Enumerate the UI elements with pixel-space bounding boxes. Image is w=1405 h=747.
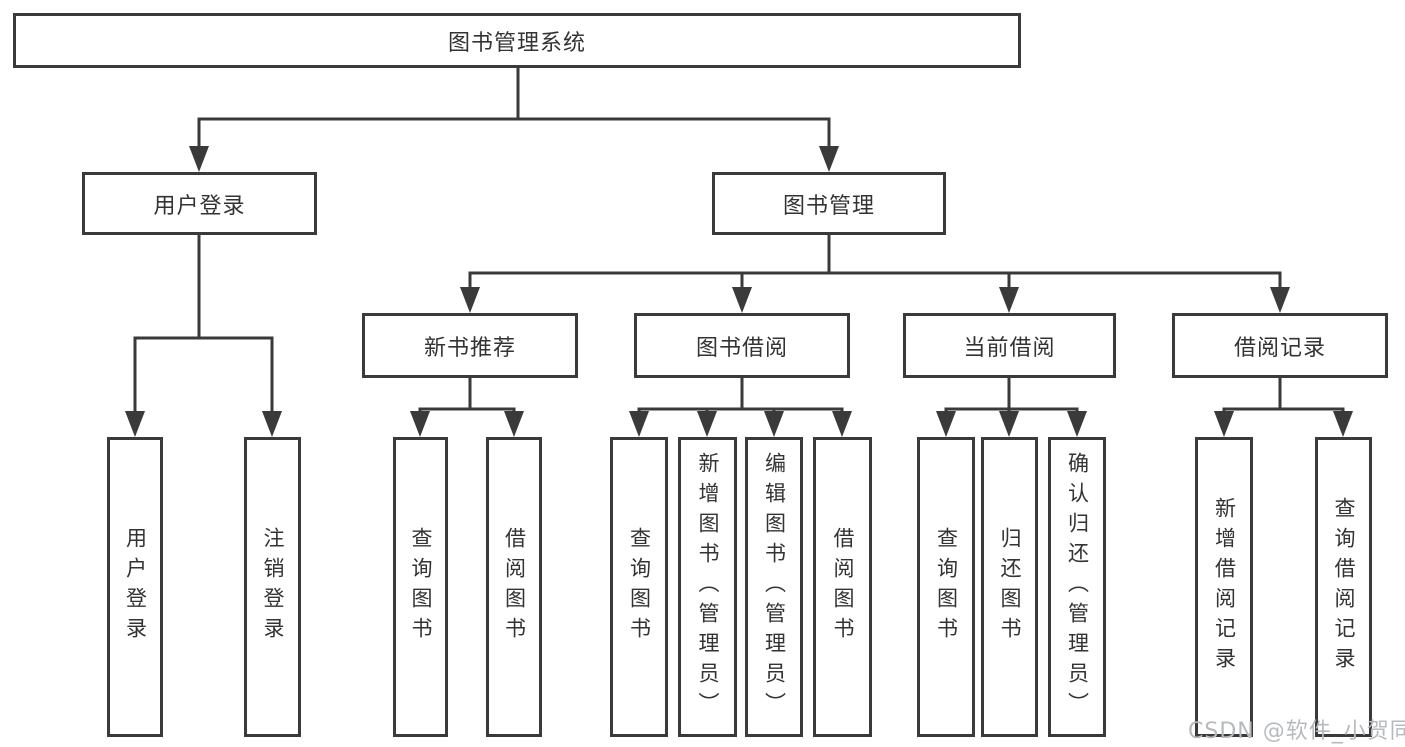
arrowhead bbox=[999, 287, 1019, 313]
node-book-management: 图书管理 bbox=[712, 172, 946, 235]
arrowhead bbox=[936, 411, 956, 437]
connector-user-login-to-leaves bbox=[133, 233, 274, 417]
arrowhead bbox=[819, 146, 839, 172]
csdn-watermark: CSDN @软件_小贺同学 bbox=[1188, 719, 1405, 744]
arrowhead bbox=[1270, 287, 1290, 313]
connector-book-mgmt-to-level3 bbox=[468, 233, 1282, 293]
arrowhead bbox=[1214, 411, 1234, 437]
leaf-records-add-record: 新增借阅记录 bbox=[1195, 437, 1253, 737]
connector-borrow-to-leaves bbox=[637, 376, 844, 418]
arrowhead bbox=[1333, 411, 1353, 437]
leaf-current-return-books: 归还图书 bbox=[981, 437, 1038, 737]
connector-root-to-level2 bbox=[197, 66, 831, 152]
arrowhead bbox=[832, 411, 852, 437]
leaf-borrow-edit-books-admin: 编辑图书（管理员） bbox=[745, 437, 803, 737]
node-borrowing-records: 借阅记录 bbox=[1172, 313, 1388, 378]
arrowhead bbox=[262, 411, 282, 437]
leaf-user-login: 用户登录 bbox=[107, 437, 163, 737]
leaf-logout: 注销登录 bbox=[244, 437, 301, 737]
arrowhead bbox=[189, 146, 209, 172]
arrowhead bbox=[125, 411, 145, 437]
arrowhead bbox=[629, 411, 649, 437]
arrowhead bbox=[410, 411, 430, 437]
leaf-borrow-query-books: 查询图书 bbox=[610, 437, 668, 737]
arrowhead bbox=[764, 411, 784, 437]
arrowhead bbox=[460, 287, 480, 313]
node-current-borrowing: 当前借阅 bbox=[903, 313, 1116, 378]
node-book-borrowing: 图书借阅 bbox=[634, 313, 850, 378]
leaf-current-confirm-return-admin: 确认归还（管理员） bbox=[1048, 437, 1106, 737]
arrowhead bbox=[999, 411, 1019, 437]
connector-current-to-leaves bbox=[944, 376, 1079, 418]
node-new-book-recommend: 新书推荐 bbox=[362, 313, 578, 378]
leaf-recommend-query-books: 查询图书 bbox=[393, 437, 448, 737]
leaf-borrow-add-books-admin: 新增图书（管理员） bbox=[678, 437, 737, 737]
arrowhead bbox=[1067, 411, 1087, 437]
connector-records-to-leaves bbox=[1222, 376, 1345, 418]
connector-recommend-to-leaves bbox=[418, 376, 516, 418]
leaf-current-query-books: 查询图书 bbox=[917, 437, 975, 737]
node-user-login: 用户登录 bbox=[82, 172, 317, 235]
arrowhead bbox=[697, 411, 717, 437]
arrowhead bbox=[732, 287, 752, 313]
leaf-borrow-borrow-books: 借阅图书 bbox=[813, 437, 872, 737]
node-library-management-system: 图书管理系统 bbox=[13, 13, 1021, 68]
leaf-records-query-record: 查询借阅记录 bbox=[1315, 437, 1372, 737]
leaf-recommend-borrow-books: 借阅图书 bbox=[486, 437, 542, 737]
arrowhead bbox=[504, 411, 524, 437]
